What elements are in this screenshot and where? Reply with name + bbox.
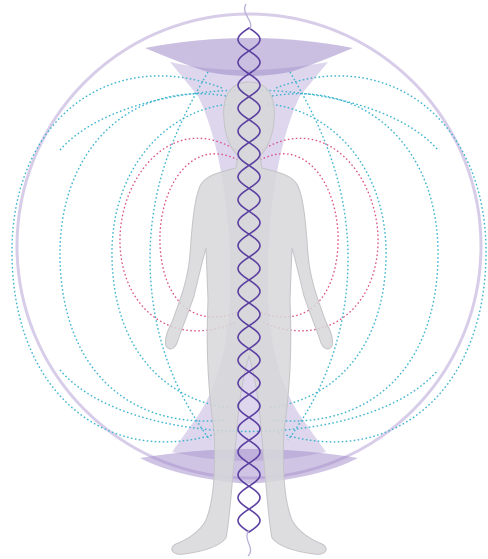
helix-bottom-tail xyxy=(247,530,251,556)
vortex-bottom-cap xyxy=(140,449,358,484)
helix-top-tail xyxy=(245,4,251,30)
